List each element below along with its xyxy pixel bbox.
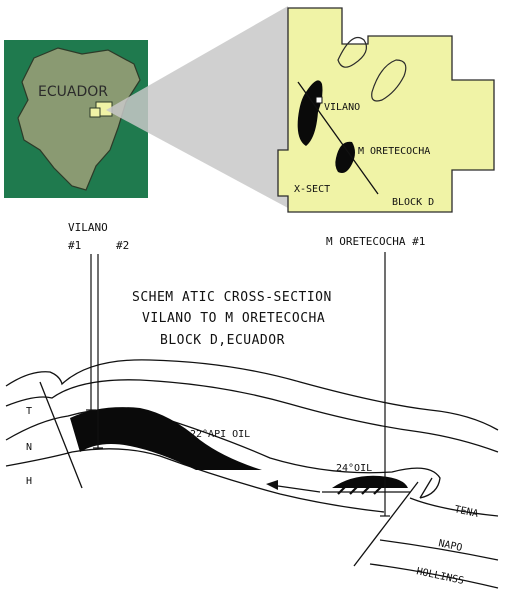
vilano-oil-pool [70, 407, 262, 470]
hatch-2 [349, 485, 359, 495]
horizon-5 [409, 497, 499, 517]
oil-hatch [337, 485, 383, 495]
migration-arrow-line [277, 485, 321, 493]
hollins-label: HOLLINSS [415, 566, 464, 587]
migration-arrow-head [266, 480, 278, 490]
horizon-2 [5, 379, 499, 453]
cross-section-line [297, 81, 379, 195]
hatch-1 [337, 485, 347, 495]
horizon-1 [5, 359, 499, 431]
title-line-2: VILANO TO M ORETECOCHA [142, 311, 325, 326]
horizon-4 [5, 448, 385, 513]
xsect-label: X-SECT [294, 184, 330, 195]
title-line-1: SCHEM ATIC CROSS-SECTION [132, 290, 332, 305]
tena-label: TENA [453, 504, 479, 520]
fault-east-upper [419, 477, 433, 499]
moretecocha-well-label: M ORETECOCHA #1 [326, 235, 425, 248]
ecuador-outline [17, 47, 141, 191]
vilano-well-title: VILANO [68, 221, 108, 234]
layer-n-label: N [26, 442, 32, 453]
oil-24-label: 24°OIL [336, 463, 372, 474]
block-marker-inner [89, 107, 101, 118]
country-label: ECUADOR [38, 84, 108, 100]
layer-h-label: H [26, 476, 32, 487]
horizon-6 [379, 539, 499, 561]
horizon-3 [5, 408, 441, 499]
fault-east [353, 481, 419, 567]
title-line-3: BLOCK D,ECUADOR [160, 333, 285, 348]
block-outline [277, 7, 495, 213]
vilano-1-label: #1 [68, 239, 81, 252]
fault-west [39, 381, 83, 489]
hatch-4 [373, 485, 383, 495]
structure-outline-2 [371, 59, 407, 102]
napo-label: NAPO [437, 538, 463, 554]
inset-vilano-label: VILANO [324, 102, 360, 113]
moretecocha-field [335, 141, 355, 173]
moretecocha-oil-pool [332, 475, 408, 488]
horizons [5, 359, 499, 589]
well-bores [86, 252, 390, 517]
horizon-7 [369, 563, 499, 589]
layer-t-label: T [26, 406, 32, 417]
hatch-3 [361, 485, 371, 495]
oil-22-api-label: 22°API OIL [190, 429, 250, 440]
block-d-map: VILANO M ORETECOCHA X-SECT BLOCK D [277, 7, 495, 213]
inset-moretecocha-label: M ORETECOCHA [358, 146, 430, 157]
structure-outline-1 [337, 36, 367, 68]
vilano-2-label: #2 [116, 239, 129, 252]
block-label: BLOCK D [392, 197, 434, 208]
vilano-well-marker [315, 96, 323, 104]
zoom-ray [106, 6, 288, 208]
